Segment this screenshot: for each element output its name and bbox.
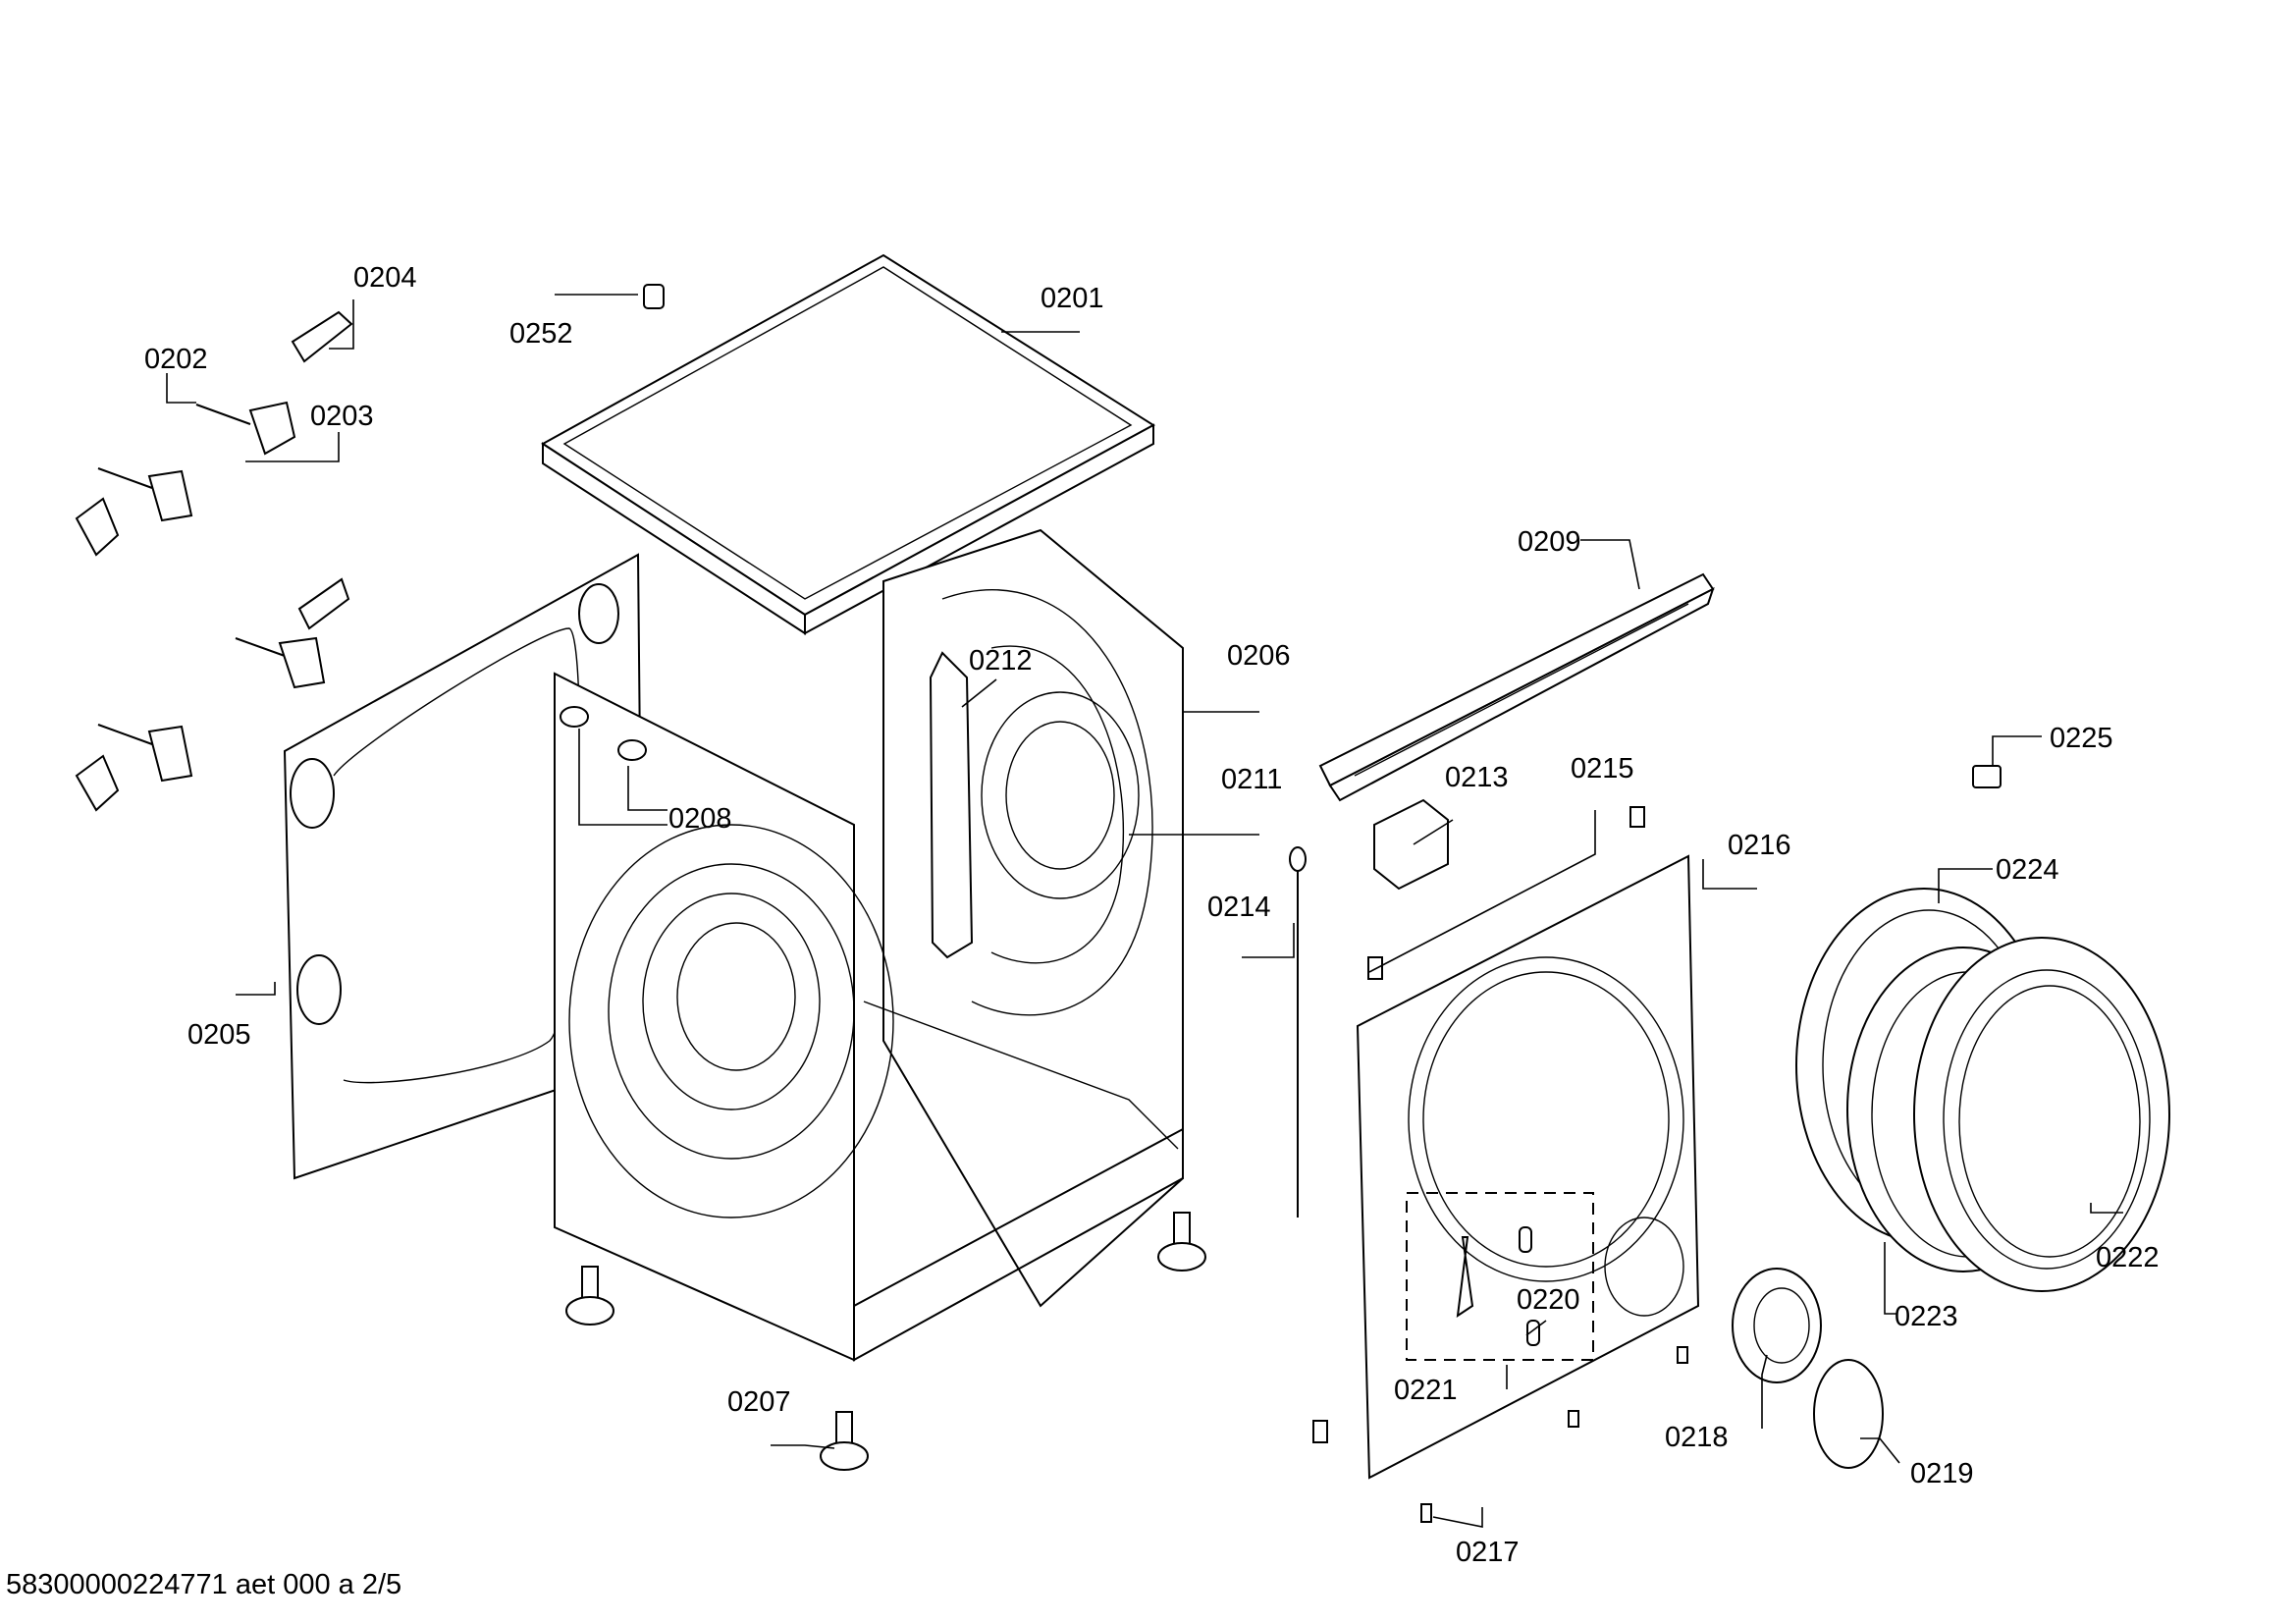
rail-0209-part [1318, 572, 1715, 802]
label-0216: 0216 [1728, 830, 1791, 861]
clip-0225-part [1972, 765, 2002, 788]
label-0212: 0212 [969, 645, 1033, 677]
label-0213: 0213 [1445, 762, 1509, 793]
label-0218: 0218 [1665, 1422, 1729, 1453]
label-0214: 0214 [1207, 892, 1271, 923]
leader-lines [166, 294, 2123, 1528]
label-0209: 0209 [1518, 526, 1581, 558]
label-0207: 0207 [727, 1386, 791, 1418]
label-0215: 0215 [1571, 753, 1634, 785]
label-0252: 0252 [509, 318, 573, 350]
label-0221: 0221 [1394, 1375, 1458, 1406]
cabinet-body-part [283, 528, 1184, 1362]
module-0213-part [1373, 798, 1449, 891]
label-0206: 0206 [1227, 640, 1291, 672]
footer-document-id: 58300000224771 aet 000 a 2/5 [6, 1569, 402, 1600]
part-labels: 0201 0202 0203 0204 0205 0206 0207 0208 … [144, 262, 2160, 1568]
cap-0219-part [1813, 1359, 1884, 1469]
label-0219: 0219 [1910, 1458, 1974, 1489]
label-0202: 0202 [144, 344, 208, 375]
screw-0252-part [643, 284, 665, 309]
label-0217: 0217 [1456, 1537, 1520, 1568]
label-0208: 0208 [668, 803, 732, 835]
label-0223: 0223 [1895, 1301, 1958, 1332]
front-panel-0216-part [1356, 854, 1700, 1480]
hinge-parts [75, 310, 353, 812]
rod-0214-part [1289, 846, 1307, 1218]
door-lock-0218-part [1732, 1268, 1822, 1383]
door-rings-part [1795, 888, 2170, 1292]
label-0224: 0224 [1996, 854, 2059, 886]
label-0203: 0203 [310, 401, 374, 432]
label-0205: 0205 [187, 1019, 251, 1051]
label-0222: 0222 [2096, 1242, 2160, 1273]
label-0225: 0225 [2050, 723, 2113, 754]
feet-part [565, 1212, 1206, 1471]
label-0211: 0211 [1221, 764, 1282, 795]
label-0201: 0201 [1041, 283, 1104, 314]
screws-part [1312, 806, 1688, 1523]
label-0220: 0220 [1517, 1284, 1580, 1316]
label-0204: 0204 [353, 262, 417, 294]
